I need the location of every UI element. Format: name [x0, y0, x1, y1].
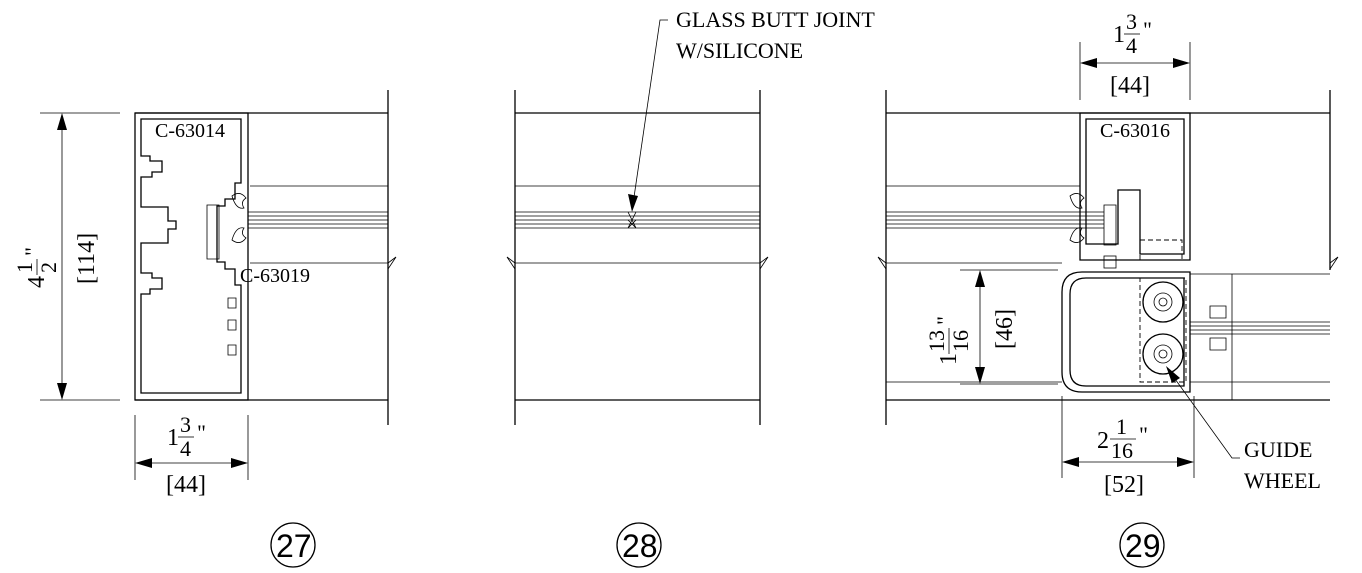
glass-pane-29-lower — [1190, 305, 1330, 351]
svg-text:[52]: [52] — [1104, 472, 1144, 498]
svg-text:1: 1 — [12, 262, 37, 273]
svg-text:[44]: [44] — [166, 472, 206, 498]
svg-text:2: 2 — [1097, 428, 1109, 454]
svg-text:[44]: [44] — [1110, 73, 1150, 99]
svg-text:28: 28 — [622, 528, 658, 564]
svg-text:3: 3 — [180, 412, 191, 437]
leader-glass-butt-joint — [628, 19, 668, 212]
svg-text:29: 29 — [1125, 528, 1161, 564]
svg-text:[114]: [114] — [74, 233, 100, 284]
svg-text:1: 1 — [1113, 22, 1125, 48]
detail-29: C-63016 1 3 4 " [44] 1 13 — [885, 9, 1331, 568]
svg-text:[46]: [46] — [992, 309, 1018, 349]
svg-text:16: 16 — [948, 330, 973, 352]
svg-text:2: 2 — [36, 262, 61, 273]
detail-28: GLASS BUTT JOINT W/SILICONE 28 — [514, 7, 875, 568]
svg-text:": " — [197, 420, 206, 445]
svg-text:": " — [932, 316, 957, 325]
glass-pane-27 — [248, 211, 388, 229]
svg-text:27: 27 — [276, 528, 312, 564]
svg-text:1: 1 — [1116, 414, 1127, 439]
gaskets-27 — [206, 193, 247, 260]
glass-pane-28 — [515, 211, 760, 229]
detail-number-28: 28 — [616, 522, 662, 568]
part-label-c-63019: C-63019 — [240, 265, 310, 287]
wall-outline-28 — [514, 90, 761, 425]
svg-text:13: 13 — [924, 330, 949, 352]
svg-text:1: 1 — [167, 425, 179, 451]
top-width-dimension-29: 1 3 4 " [44] — [1079, 9, 1191, 100]
svg-text:1: 1 — [936, 353, 962, 365]
detail-number-29: 29 — [1119, 522, 1165, 568]
sliding-profile — [1061, 271, 1191, 393]
profile-c-63014 — [134, 112, 249, 401]
guide-wheels — [1139, 277, 1187, 383]
height-dimension-27: 4 1 2 " [114] — [12, 112, 120, 401]
svg-text:4: 4 — [24, 276, 50, 288]
callout-guide: GUIDE — [1244, 437, 1312, 462]
part-label-c-63014: C-63014 — [155, 120, 225, 142]
callout-silicone: W/SILICONE — [676, 38, 803, 63]
detail-27: C-63014 C-63019 4 1 2 " [114] — [12, 90, 389, 568]
profile-c-63016 — [1079, 112, 1191, 261]
bottom-width-dimension-29: 2 1 16 " [52] — [1061, 396, 1195, 498]
butt-joint-mark — [627, 211, 637, 229]
height-dimension-29: 1 13 16 " [46] — [924, 269, 1058, 385]
callout-glass-butt-joint: GLASS BUTT JOINT — [676, 7, 875, 32]
callout-wheel: WHEEL — [1244, 468, 1321, 493]
svg-text:": " — [1139, 422, 1148, 447]
detail-number-27: 27 — [270, 522, 316, 568]
svg-text:": " — [1143, 17, 1152, 42]
svg-text:4: 4 — [180, 436, 191, 461]
break-marks — [387, 256, 1339, 270]
leader-guide-wheel — [1166, 366, 1240, 459]
gaskets-29 — [1069, 193, 1183, 269]
glass-pane-29-upper — [886, 211, 1104, 229]
svg-text:": " — [20, 247, 45, 256]
svg-text:16: 16 — [1111, 438, 1133, 463]
svg-text:4: 4 — [1126, 33, 1137, 58]
width-dimension-27: 1 3 4 " [44] — [134, 412, 249, 498]
svg-text:3: 3 — [1126, 9, 1137, 34]
part-label-c-63016: C-63016 — [1100, 120, 1170, 142]
